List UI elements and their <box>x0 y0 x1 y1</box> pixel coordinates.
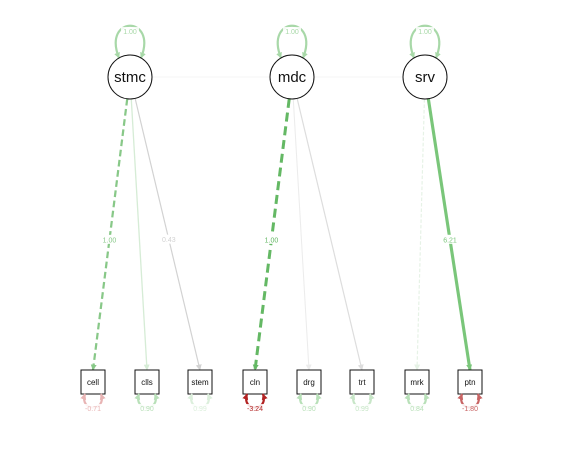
latent-node-mdc: 1.00 mdc <box>269 24 315 100</box>
latent-label-srv: srv <box>415 69 435 86</box>
residual-label-trt: 0.99 <box>355 406 369 413</box>
indicator-label-mrk: mrk <box>410 378 424 387</box>
residual-label-bg <box>353 404 371 413</box>
nodes-layer: 1.00 stmc 1.00 mdc 1.00 srv cell -0.71 clls 0.90 s… <box>80 24 483 413</box>
indicator-node-stem: stem 0.99 <box>187 369 213 413</box>
indicator-node-ptn: ptn -1.80 <box>457 369 483 413</box>
indicator-node-trt: trt 0.99 <box>349 369 375 413</box>
indicator-node-clls: clls 0.90 <box>134 369 160 413</box>
loading-mdc-trt <box>296 98 364 371</box>
indicator-box-ptn <box>457 369 483 395</box>
residual-label-ptn: -1.80 <box>462 406 478 413</box>
loading-label-bg <box>159 234 178 244</box>
variance-label-bg <box>121 27 139 36</box>
loading-stmc-cell <box>90 98 129 371</box>
latent-node-srv: 1.00 srv <box>402 24 448 100</box>
indicator-label-clls: clls <box>141 378 153 387</box>
indicator-node-cln: cln -3.24 <box>242 369 268 413</box>
residual-label-bg <box>138 404 156 413</box>
residual-label-stem: 0.99 <box>193 406 207 413</box>
variance-label-mdc: 1.00 <box>285 29 299 36</box>
latent-circle-stmc <box>107 54 153 100</box>
loading-label-bg <box>262 234 281 244</box>
residual-label-cell: -0.71 <box>85 406 101 413</box>
loading-label-mdc-cln: 1.00 <box>265 237 279 244</box>
loading-label-stmc-cell: 1.00 <box>103 237 117 244</box>
loading-label-bg <box>441 234 460 244</box>
loading-label-bg <box>100 234 119 244</box>
indicator-box-clls <box>134 369 160 395</box>
loading-srv-ptn <box>426 98 473 371</box>
indicator-label-trt: trt <box>358 378 366 387</box>
loading-edges-layer: 1.00 0.43 1.00 6.21 <box>90 98 473 371</box>
loading-srv-mrk <box>414 98 425 371</box>
residual-label-bg <box>461 404 479 413</box>
residual-label-bg <box>84 404 102 413</box>
latent-node-stmc: 1.00 stmc <box>107 24 153 100</box>
indicator-box-drg <box>296 369 322 395</box>
indicator-box-cell <box>80 369 106 395</box>
residual-label-bg <box>300 404 318 413</box>
residual-label-mrk: 0.84 <box>410 406 424 413</box>
loading-label-srv-ptn: 6.21 <box>443 237 457 244</box>
variance-loop-srv <box>409 24 441 59</box>
latent-circle-srv <box>402 54 448 100</box>
variance-label-srv: 1.00 <box>418 29 432 36</box>
loading-stmc-stem <box>134 98 202 371</box>
residual-label-cln: -3.24 <box>247 406 263 413</box>
residual-label-clls: 0.90 <box>140 406 154 413</box>
indicator-box-stem <box>187 369 213 395</box>
loading-mdc-drg <box>292 98 312 371</box>
indicator-label-drg: drg <box>303 378 315 387</box>
indicator-node-drg: drg 0.90 <box>296 369 322 413</box>
latent-label-stmc: stmc <box>114 69 146 86</box>
variance-label-stmc: 1.00 <box>123 29 137 36</box>
variance-label-bg <box>283 27 301 36</box>
indicator-label-stem: stem <box>191 378 209 387</box>
indicator-node-mrk: mrk 0.84 <box>404 369 430 413</box>
variance-loop-mdc <box>276 24 308 59</box>
variance-loop-stmc <box>114 24 146 59</box>
residual-label-bg <box>246 404 264 413</box>
loading-stmc-clls <box>130 98 150 371</box>
loading-mdc-cln <box>252 98 291 371</box>
latent-circle-mdc <box>269 54 315 100</box>
indicator-node-cell: cell -0.71 <box>80 369 106 413</box>
latent-label-mdc: mdc <box>278 69 307 86</box>
residual-label-bg <box>191 404 209 413</box>
indicator-label-cell: cell <box>87 378 99 387</box>
indicator-label-cln: cln <box>250 378 260 387</box>
indicator-label-ptn: ptn <box>464 378 475 387</box>
indicator-box-cln <box>242 369 268 395</box>
loading-label-stmc-stem: 0.43 <box>162 237 176 244</box>
residual-label-bg <box>408 404 426 413</box>
variance-label-bg <box>416 27 434 36</box>
residual-label-drg: 0.90 <box>302 406 316 413</box>
